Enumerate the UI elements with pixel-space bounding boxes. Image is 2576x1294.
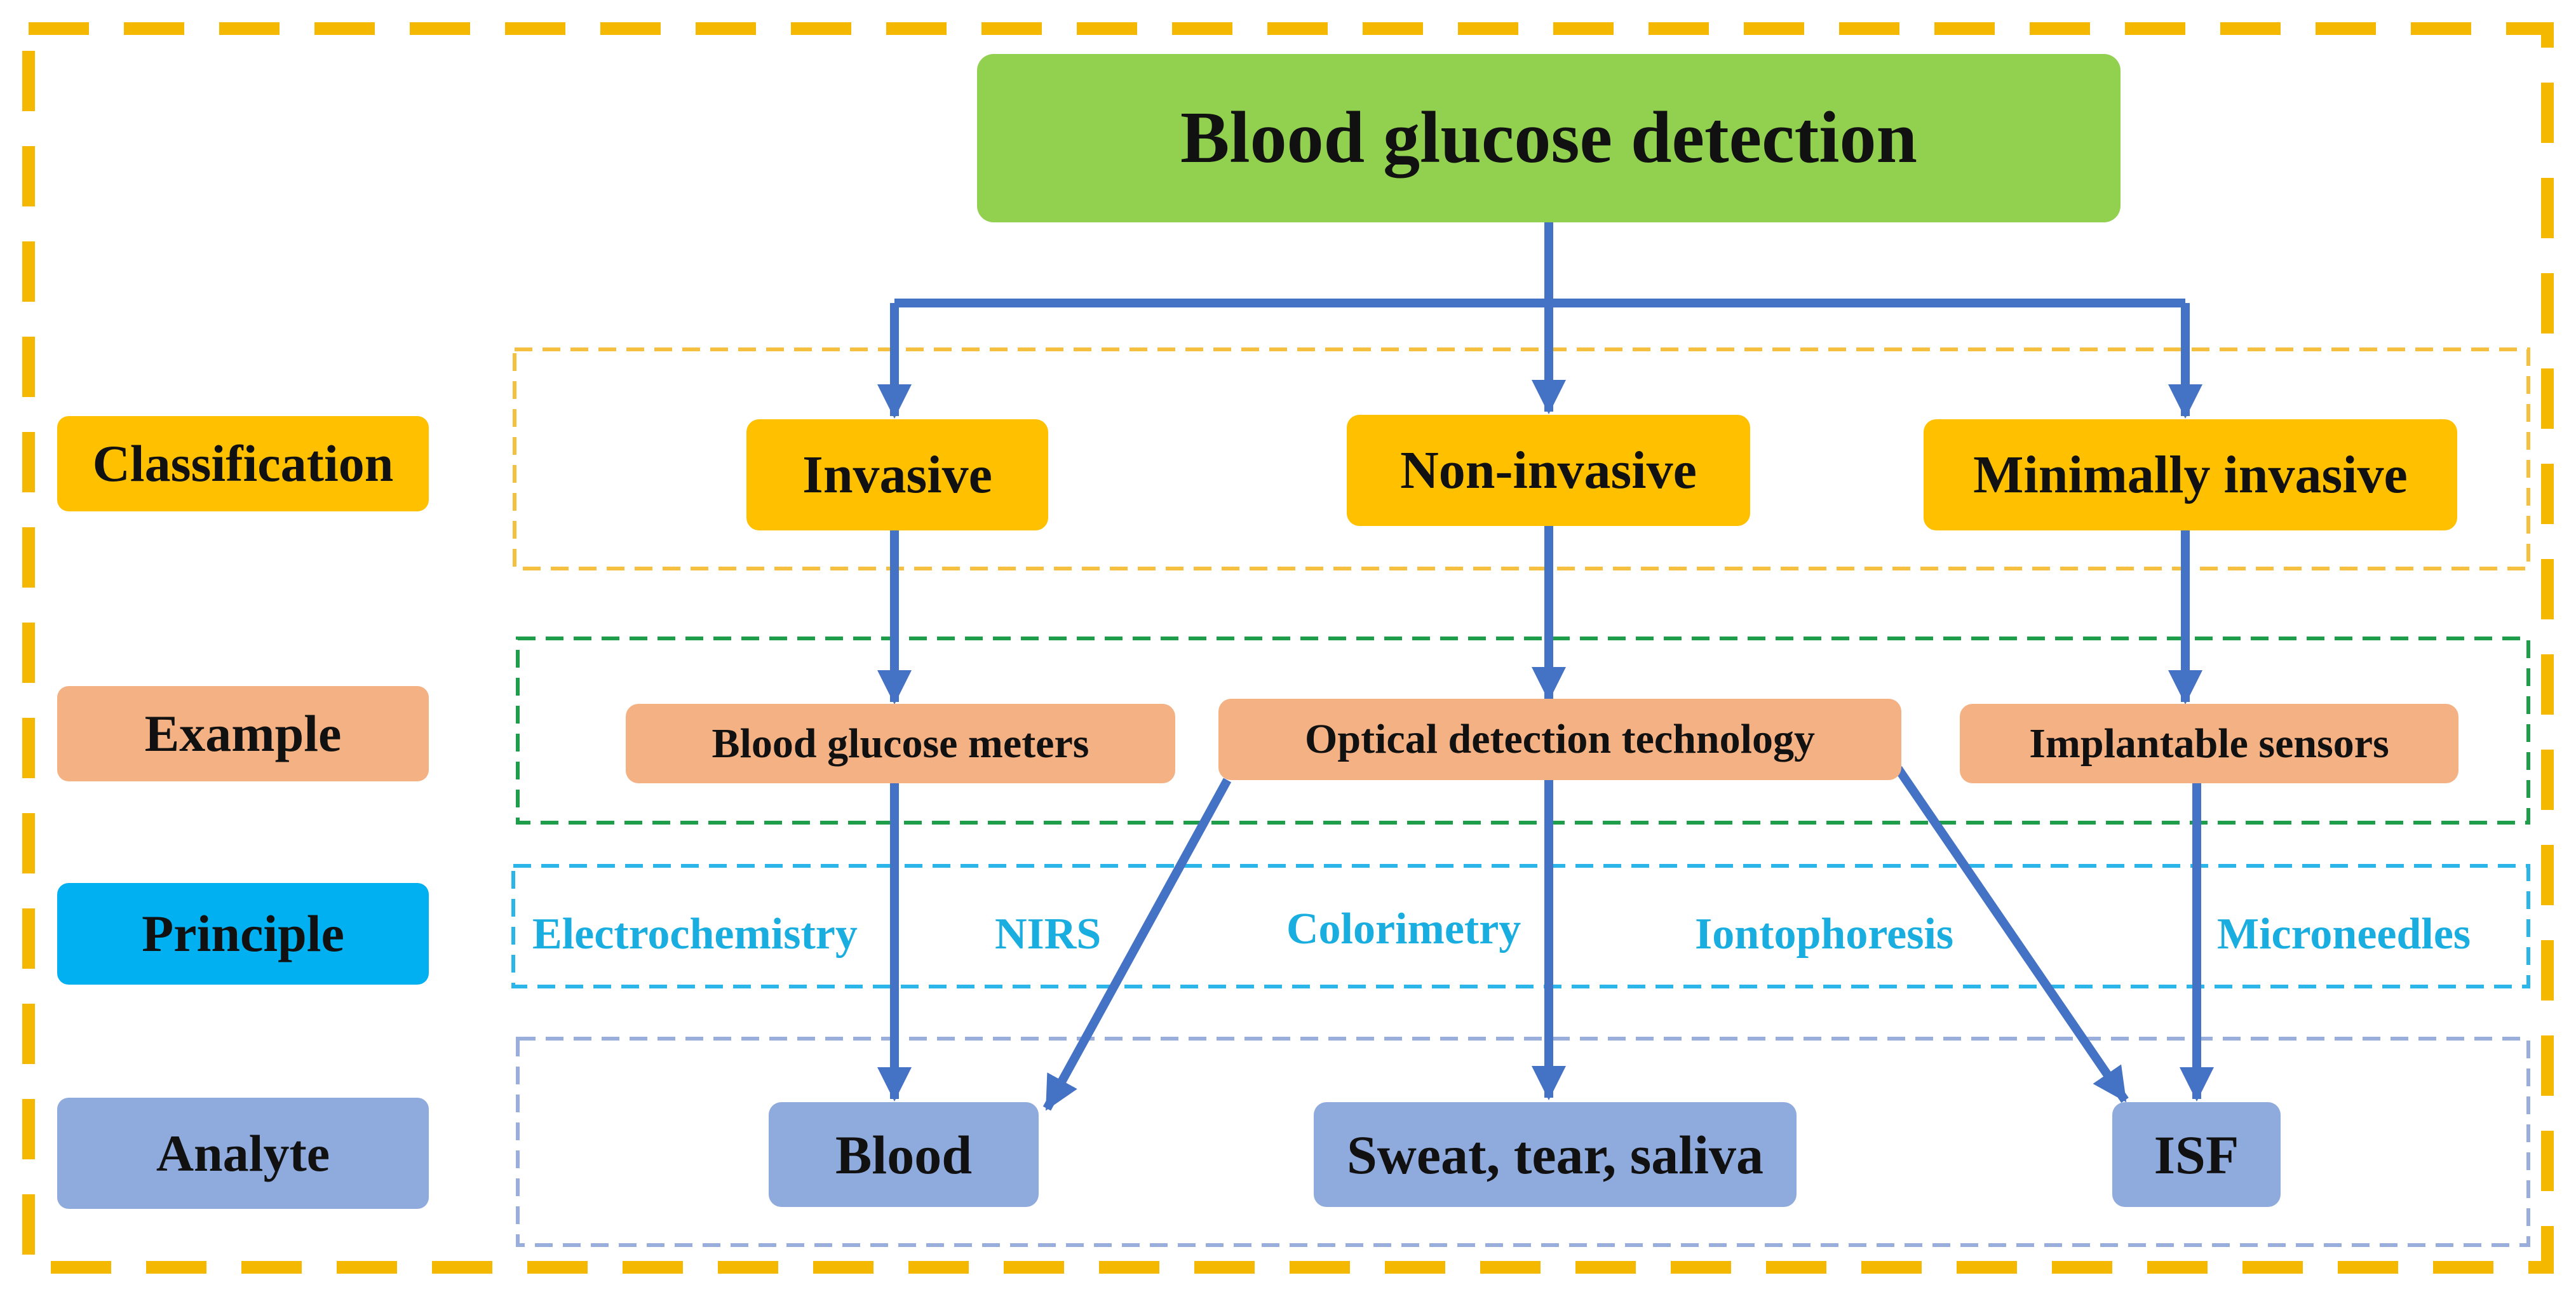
row-label-analyte: Analyte: [57, 1098, 429, 1209]
row-label-principle-text: Principle: [142, 905, 344, 962]
node-optical-detection: Optical detection technology: [1218, 699, 1901, 780]
title-box: Blood glucose detection: [977, 54, 2121, 222]
principle-row-frame: [511, 864, 2530, 988]
principle-electrochemistry: Electrochemistry: [532, 910, 858, 959]
connectors: [877, 222, 2214, 1111]
node-sweat-tear-saliva: Sweat, tear, saliva: [1314, 1102, 1797, 1207]
node-implantable-sensors-text: Implantable sensors: [2029, 720, 2389, 767]
node-implantable-sensors: Implantable sensors: [1960, 704, 2458, 783]
node-blood: Blood: [769, 1102, 1039, 1207]
row-label-example-text: Example: [144, 704, 342, 762]
arrow-optical-to-blood: [1042, 778, 1232, 1111]
node-blood-glucose-meters: Blood glucose meters: [626, 704, 1175, 783]
node-optical-detection-text: Optical detection technology: [1305, 716, 1815, 762]
outer-frame: [22, 22, 2554, 1274]
node-minimally-invasive-text: Minimally invasive: [1973, 445, 2408, 504]
node-blood-text: Blood: [835, 1124, 973, 1185]
node-invasive: Invasive: [746, 419, 1048, 530]
arrow-optical-to-isf: [1894, 766, 2129, 1103]
principle-microneedles: Microneedles: [2217, 910, 2471, 959]
node-non-invasive: Non-invasive: [1347, 415, 1750, 526]
node-isf-text: ISF: [2154, 1124, 2239, 1185]
row-label-example: Example: [57, 686, 429, 781]
node-blood-glucose-meters-text: Blood glucose meters: [711, 720, 1089, 767]
analyte-row-frame: [516, 1037, 2530, 1247]
row-label-analyte-text: Analyte: [156, 1124, 330, 1182]
classification-row-frame: [513, 347, 2530, 570]
node-sweat-tear-saliva-text: Sweat, tear, saliva: [1346, 1124, 1764, 1185]
row-label-classification: Classification: [57, 416, 429, 511]
principle-iontophoresis: Iontophoresis: [1695, 910, 1954, 959]
principle-nirs: NIRS: [995, 910, 1102, 959]
title-text: Blood glucose detection: [1180, 97, 1917, 179]
node-isf: ISF: [2112, 1102, 2281, 1207]
node-minimally-invasive: Minimally invasive: [1924, 419, 2457, 530]
row-label-classification-text: Classification: [92, 435, 394, 492]
principle-colorimetry: Colorimetry: [1286, 905, 1521, 954]
node-non-invasive-text: Non-invasive: [1400, 441, 1697, 500]
example-row-frame: [516, 637, 2530, 825]
node-invasive-text: Invasive: [802, 445, 992, 504]
row-label-principle: Principle: [57, 883, 429, 985]
